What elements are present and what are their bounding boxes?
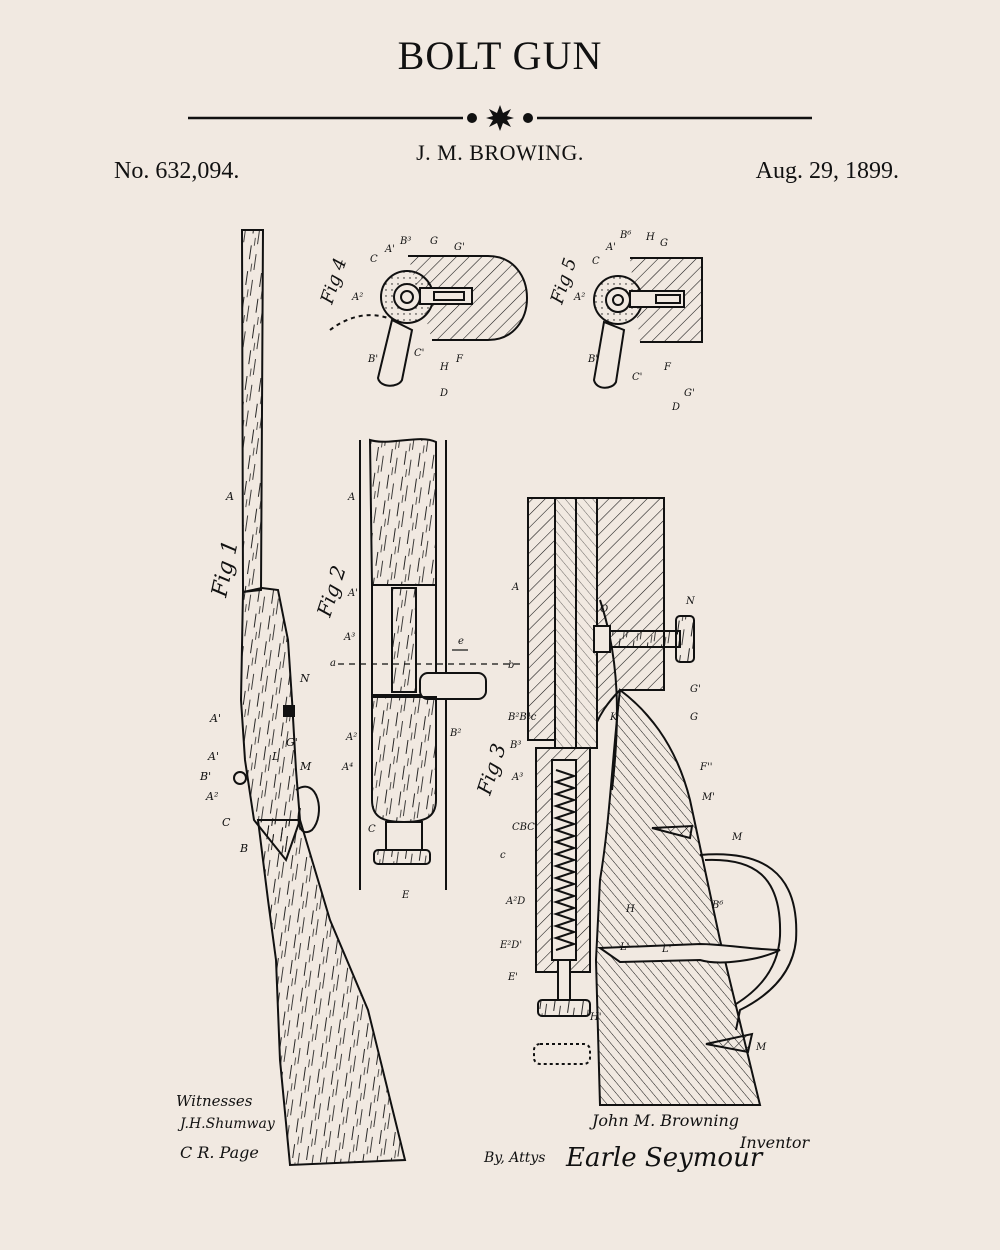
svg-text:c: c bbox=[500, 850, 506, 861]
svg-text:C': C' bbox=[632, 372, 642, 383]
svg-text:L': L' bbox=[619, 942, 629, 953]
svg-text:CBC': CBC' bbox=[512, 822, 538, 833]
inventor-signature: John M. Browning bbox=[589, 1111, 739, 1130]
svg-text:N: N bbox=[299, 672, 310, 685]
svg-text:B²B⁴c: B²B⁴c bbox=[507, 712, 537, 723]
svg-text:A²: A² bbox=[345, 732, 357, 743]
witnesses-label: Witnesses bbox=[176, 1092, 253, 1110]
svg-text:E²D': E²D' bbox=[499, 940, 522, 951]
svg-text:G: G bbox=[660, 238, 668, 249]
svg-text:B': B' bbox=[199, 770, 211, 783]
svg-text:E': E' bbox=[507, 972, 518, 983]
page-title: BOLT GUN bbox=[397, 33, 603, 78]
svg-text:D: D bbox=[439, 388, 448, 399]
title-divider-ornament bbox=[188, 105, 812, 131]
svg-text:H: H bbox=[625, 904, 635, 915]
inventor-role: Inventor bbox=[739, 1133, 811, 1152]
svg-text:G': G' bbox=[690, 684, 701, 695]
svg-text:B³: B³ bbox=[509, 740, 521, 751]
svg-text:e: e bbox=[458, 636, 464, 647]
svg-text:A²: A² bbox=[573, 292, 585, 303]
svg-text:G: G bbox=[690, 712, 698, 723]
svg-text:G: G bbox=[430, 236, 438, 247]
inventor-name: J. M. BROWING. bbox=[416, 140, 584, 165]
svg-text:H': H' bbox=[589, 1012, 601, 1023]
svg-text:H: H bbox=[645, 232, 655, 243]
svg-text:A²: A² bbox=[351, 292, 363, 303]
svg-text:G': G' bbox=[454, 242, 465, 253]
fig4-label: Fig 4 bbox=[316, 255, 351, 307]
svg-text:F'': F'' bbox=[699, 762, 712, 773]
witness-signature-1: J.H.Shumway bbox=[177, 1116, 276, 1132]
svg-text:M: M bbox=[731, 832, 743, 843]
svg-text:N: N bbox=[685, 596, 696, 607]
svg-text:G': G' bbox=[684, 388, 695, 399]
svg-text:M': M' bbox=[701, 792, 715, 803]
attorney-signature: Earle Seymour bbox=[565, 1143, 764, 1173]
svg-text:B⁶: B⁶ bbox=[619, 230, 631, 241]
svg-text:B: B bbox=[239, 842, 248, 855]
svg-text:A': A' bbox=[384, 244, 395, 255]
svg-text:A: A bbox=[511, 582, 519, 593]
svg-text:G': G' bbox=[286, 736, 298, 749]
svg-text:A⁴: A⁴ bbox=[341, 762, 353, 773]
svg-text:M: M bbox=[299, 760, 312, 773]
fig4-section bbox=[329, 255, 528, 387]
svg-text:A: A bbox=[347, 492, 355, 503]
fig2-bolt-plan bbox=[338, 438, 520, 890]
svg-text:A': A' bbox=[209, 712, 221, 725]
svg-text:A: A bbox=[225, 490, 234, 503]
svg-text:A': A' bbox=[347, 588, 358, 599]
witness-signature-2: C R. Page bbox=[180, 1143, 259, 1162]
svg-text:K: K bbox=[609, 712, 618, 723]
svg-text:M: M bbox=[755, 1042, 767, 1053]
svg-text:C: C bbox=[592, 256, 600, 267]
fig1-label: Fig 1 bbox=[207, 538, 244, 600]
svg-text:A³: A³ bbox=[343, 632, 355, 643]
svg-text:C: C bbox=[368, 824, 376, 835]
fig2-label: Fig 2 bbox=[312, 563, 351, 621]
svg-text:B³: B³ bbox=[399, 236, 411, 247]
star-icon bbox=[486, 105, 514, 131]
fig3-action-section bbox=[527, 497, 798, 1106]
svg-text:D: D bbox=[671, 402, 680, 413]
patent-number: No. 632,094. bbox=[114, 158, 240, 184]
fig1-rifle bbox=[233, 229, 407, 1167]
svg-text:B': B' bbox=[367, 354, 378, 365]
svg-text:b: b bbox=[508, 660, 514, 671]
svg-text:F: F bbox=[663, 362, 672, 373]
patent-date: Aug. 29, 1899. bbox=[755, 158, 899, 184]
svg-text:A²D: A²D bbox=[505, 896, 525, 907]
attorney-prefix: By, Attys bbox=[483, 1150, 545, 1166]
svg-text:A³: A³ bbox=[511, 772, 523, 783]
svg-text:B': B' bbox=[587, 354, 598, 365]
svg-text:O: O bbox=[600, 604, 608, 615]
svg-text:C: C bbox=[370, 254, 378, 265]
svg-text:A²: A² bbox=[205, 790, 218, 803]
svg-text:C: C bbox=[222, 816, 231, 829]
svg-text:A': A' bbox=[605, 242, 616, 253]
svg-text:C': C' bbox=[414, 348, 424, 359]
svg-text:L: L bbox=[271, 750, 279, 763]
fig3-label: Fig 3 bbox=[472, 741, 511, 799]
svg-text:B²: B² bbox=[449, 728, 461, 739]
fig1-letters: A A' N A' B' A² C B G' M L bbox=[199, 490, 312, 855]
svg-text:E: E bbox=[401, 890, 410, 901]
svg-text:L': L' bbox=[661, 944, 671, 955]
svg-text:A': A' bbox=[207, 750, 219, 763]
svg-text:F: F bbox=[455, 354, 464, 365]
svg-text:B⁶: B⁶ bbox=[711, 900, 723, 911]
svg-text:H: H bbox=[439, 362, 449, 373]
fig5-section bbox=[592, 257, 703, 389]
svg-text:a: a bbox=[330, 658, 336, 669]
